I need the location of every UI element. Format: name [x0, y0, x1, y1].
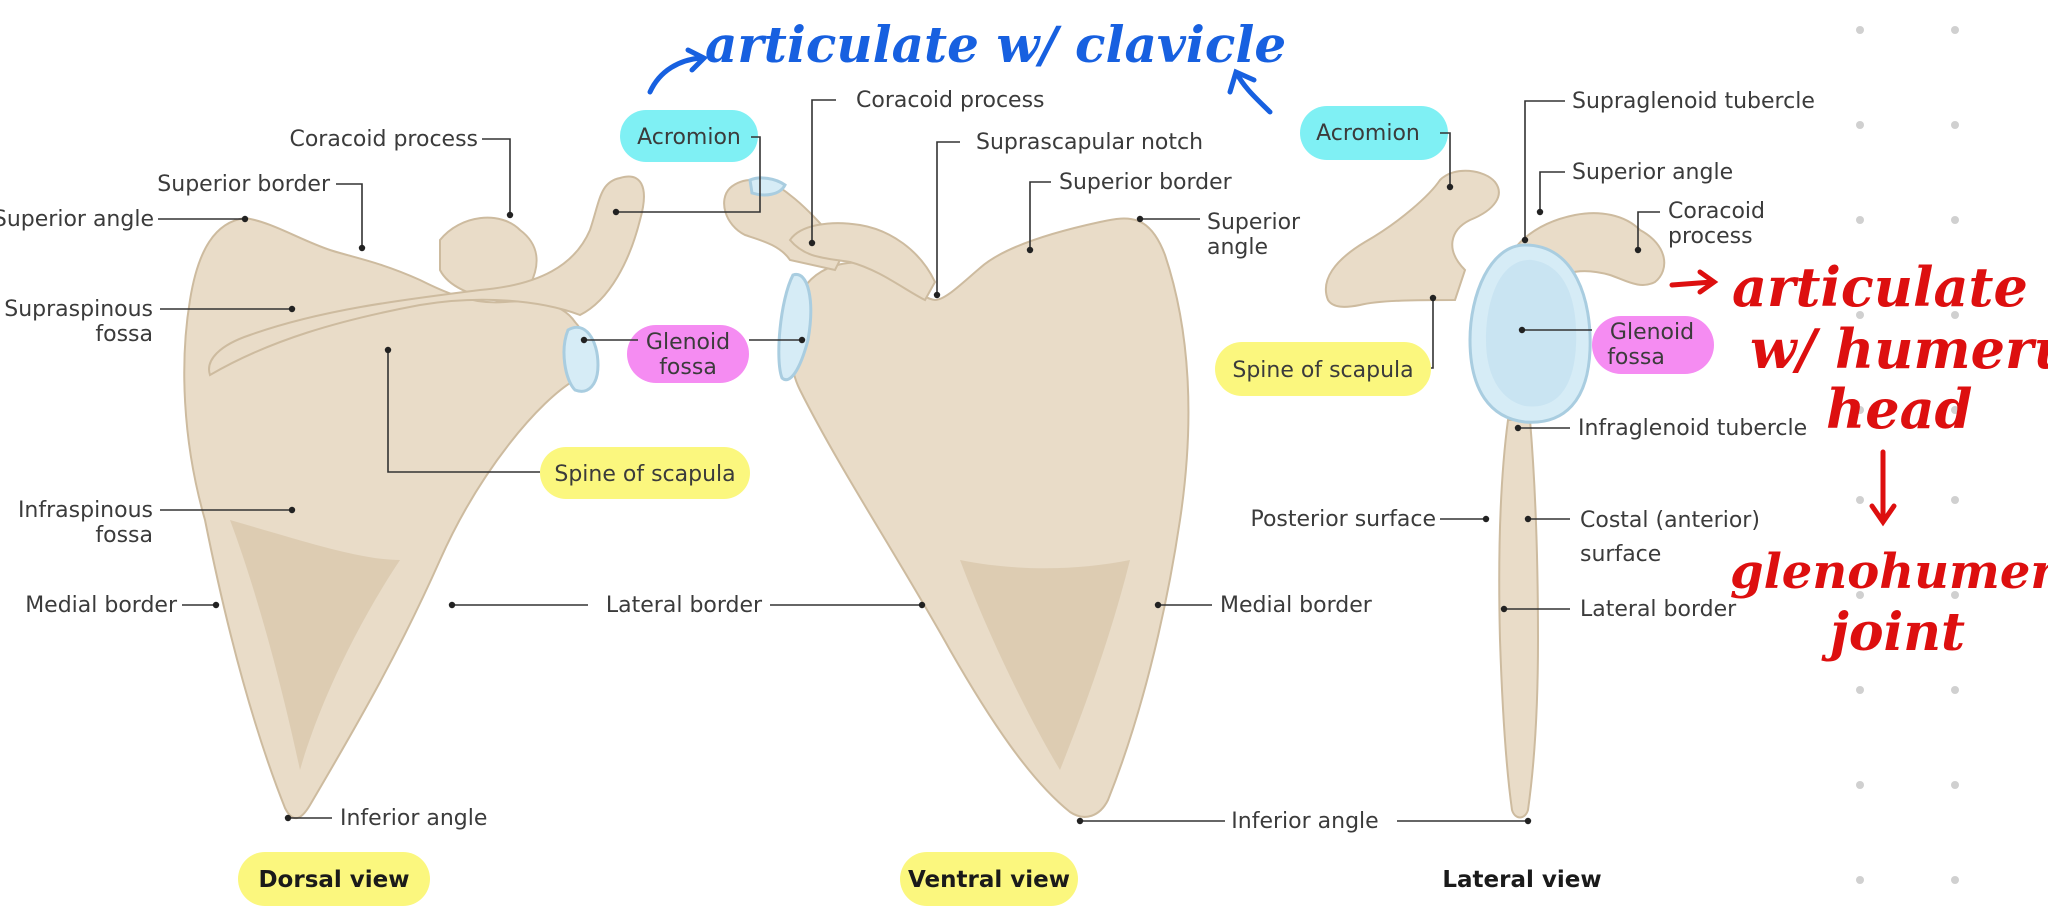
note-humerus: w/ humerus: [1750, 317, 2048, 381]
note-head: head: [1826, 377, 1972, 441]
label-glenoid-lateral-2: fossa: [1607, 345, 1665, 370]
label-glenoid-dorsal-1: Glenoid: [646, 330, 730, 355]
label-infraglenoid-tubercle: Infraglenoid tubercle: [1578, 416, 1807, 441]
label-superior-border-ventral: Superior border: [1059, 170, 1233, 195]
label-spine-dorsal: Spine of scapula: [554, 462, 735, 487]
label-suprascapular-notch: Suprascapular notch: [976, 130, 1203, 155]
view-title-dorsal: Dorsal view: [258, 867, 409, 893]
label-superior-angle-dorsal: Superior angle: [0, 207, 154, 232]
note-articulate: articulate: [1732, 255, 2028, 319]
blue-arrow-right: [1227, 68, 1273, 115]
label-lateral-border-ventral: Lateral border: [606, 593, 763, 618]
label-supraspinous-1: Supraspinous: [4, 297, 153, 322]
label-inferior-angle-ventral: Inferior angle: [1231, 809, 1378, 834]
label-acromion-lateral: Acromion: [1316, 121, 1420, 146]
label-glenoid-lateral-1: Glenoid: [1610, 320, 1694, 345]
highlight-acromion-dorsal: [620, 110, 758, 162]
highlight-spine-lateral: [1215, 342, 1431, 396]
blue-arrow-left: [647, 47, 709, 95]
highlight-glenoid-dorsal: [627, 325, 749, 383]
label-spine-lateral: Spine of scapula: [1232, 358, 1413, 383]
label-coracoid-lateral-2: process: [1668, 224, 1753, 249]
label-infraspinous-1: Infraspinous: [18, 498, 153, 523]
ventral-scapula-bone: [723, 176, 1190, 818]
label-posterior-surface: Posterior surface: [1250, 507, 1436, 532]
label-coracoid-dorsal: Coracoid process: [289, 127, 478, 152]
label-glenoid-dorsal-2: fossa: [659, 355, 717, 380]
dot-grid: [1856, 26, 1959, 884]
dorsal-scapula-bone: [183, 175, 645, 820]
highlight-ventral-view: [900, 852, 1078, 906]
highlight-spine-dorsal: [540, 447, 750, 499]
label-medial-border-ventral: Medial border: [1220, 593, 1373, 618]
view-title-ventral: Ventral view: [908, 867, 1070, 893]
label-coracoid-ventral: Coracoid process: [856, 88, 1045, 113]
label-superior-angle-ventral-2: angle: [1207, 235, 1268, 260]
highlight-dorsal-view: [238, 852, 430, 906]
note-articulate-clavicle: articulate w/ clavicle: [705, 15, 1286, 74]
label-superior-angle-ventral-1: Superior: [1207, 210, 1301, 235]
label-superior-border-dorsal: Superior border: [157, 172, 331, 197]
highlight-glenoid-lateral: [1592, 316, 1714, 374]
label-lateral-border-lateral: Lateral border: [1580, 597, 1737, 622]
red-arrow-right: [1669, 269, 1719, 295]
label-coracoid-lateral-1: Coracoid: [1668, 199, 1765, 224]
note-glenohumeral: glenohumeral: [1730, 544, 2048, 600]
label-medial-border-dorsal: Medial border: [25, 593, 178, 618]
label-inferior-angle-dorsal: Inferior angle: [340, 806, 487, 831]
note-joint: joint: [1821, 602, 1965, 663]
leader-dots: [212, 183, 1642, 825]
label-supraspinous-2: fossa: [95, 322, 153, 347]
label-costal-1: Costal (anterior): [1580, 508, 1760, 533]
label-costal-2: surface: [1580, 542, 1661, 567]
view-title-lateral: Lateral view: [1442, 867, 1601, 893]
lateral-scapula-bone: [1324, 169, 1666, 819]
label-supraglenoid-tubercle: Supraglenoid tubercle: [1572, 89, 1815, 114]
highlight-acromion-lateral: [1300, 106, 1448, 160]
leader-lines: [158, 99, 1660, 822]
label-infraspinous-2: fossa: [95, 523, 153, 548]
red-arrow-down: [1869, 449, 1897, 527]
label-acromion-dorsal: Acromion: [637, 125, 741, 150]
label-superior-angle-lateral: Superior angle: [1572, 160, 1733, 185]
